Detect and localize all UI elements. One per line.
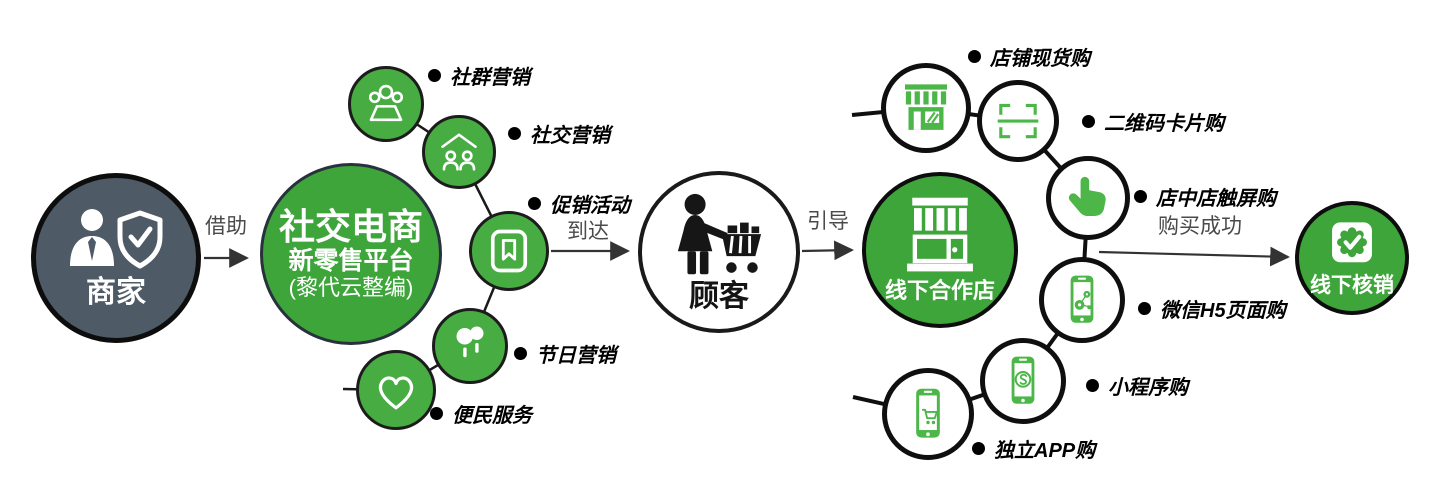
label-promo-activity: 促销活动 [528,190,630,217]
channel-shop-stock [881,63,971,153]
label-social-marketing: 社交营销 [508,120,610,147]
bullet-icon [1138,301,1151,315]
label-shop-stock: 店铺现货购 [968,43,1090,70]
platform-subtitle: 新零售平台 [288,246,414,275]
satellite-social-marketing [422,115,496,189]
arrow-label-daoda: 到达 [567,220,609,243]
store-label: 线下合作店 [884,278,995,304]
platform-title: 社交电商 [278,206,423,248]
bullet-icon [972,441,985,455]
heart-icon [378,376,414,410]
arrow-label-jiezhu: 借助 [205,215,247,238]
house-people-icon [441,133,477,171]
store-node: 线下合作店 [862,172,1018,328]
channel-mini-program [980,338,1066,424]
woman-shopping-cart-icon [677,193,762,275]
people-group-icon [368,84,404,122]
bullet-icon [430,406,443,420]
satellite-convenience-service [356,350,436,430]
satellite-promo-activity [469,211,549,291]
merchant-label: 商家 [86,275,146,309]
bullet-icon [1134,189,1147,203]
channel-qr-card [977,80,1059,162]
bullet-icon [508,126,521,140]
phone-cart-icon [916,388,940,438]
merchant-node: 商家 [31,173,201,343]
bullet-icon [1082,114,1095,128]
label-convenience-service: 便民服务 [430,400,532,427]
label-festival-marketing: 节日营销 [514,340,616,367]
platform-node: 社交电商 新零售平台 (黎代云整编) [260,163,442,345]
qr-scan-icon [997,103,1039,139]
bullet-icon [428,68,441,82]
label-community-marketing: 社群营销 [428,62,530,89]
satellite-community-marketing [348,66,424,142]
bullet-icon [968,49,981,63]
businessman-shield-check-icon [70,208,163,268]
bullet-icon [514,346,527,360]
storefront-icon [907,198,973,272]
verify-label: 线下核销 [1310,273,1394,297]
platform-note: (黎代云整编) [288,274,414,300]
bookmark-icon [490,229,528,273]
phone-wechat-h5-icon [1070,275,1094,323]
badge-check-icon [1332,222,1372,263]
arrow-label-yindao: 引导 [807,210,849,233]
touch-hand-icon [1068,176,1106,216]
label-mini-program: 小程序购 [1086,372,1188,399]
label-qr-card: 二维码卡片购 [1082,108,1224,135]
label-standalone-app: 独立APP购 [972,435,1095,462]
arrow-label-purchase-success: 购买成功 [1158,215,1242,238]
label-instore-touchscreen: 店中店触屏购 [1134,183,1276,210]
bullet-icon [1086,378,1099,392]
label-wechat-h5: 微信H5页面购 [1138,295,1286,322]
satellite-festival-marketing [432,308,508,384]
channel-standalone-app [882,368,974,460]
phone-mini-program-icon [1011,356,1035,404]
customer-node: 顾客 [638,171,800,333]
balloons-icon [456,326,484,358]
verify-node: 线下核销 [1295,201,1409,315]
channel-wechat-h5 [1039,257,1125,343]
customer-label: 顾客 [689,280,749,313]
bullet-icon [528,196,541,210]
shop-awning-icon [905,84,947,130]
channel-instore-touchscreen [1046,156,1130,240]
